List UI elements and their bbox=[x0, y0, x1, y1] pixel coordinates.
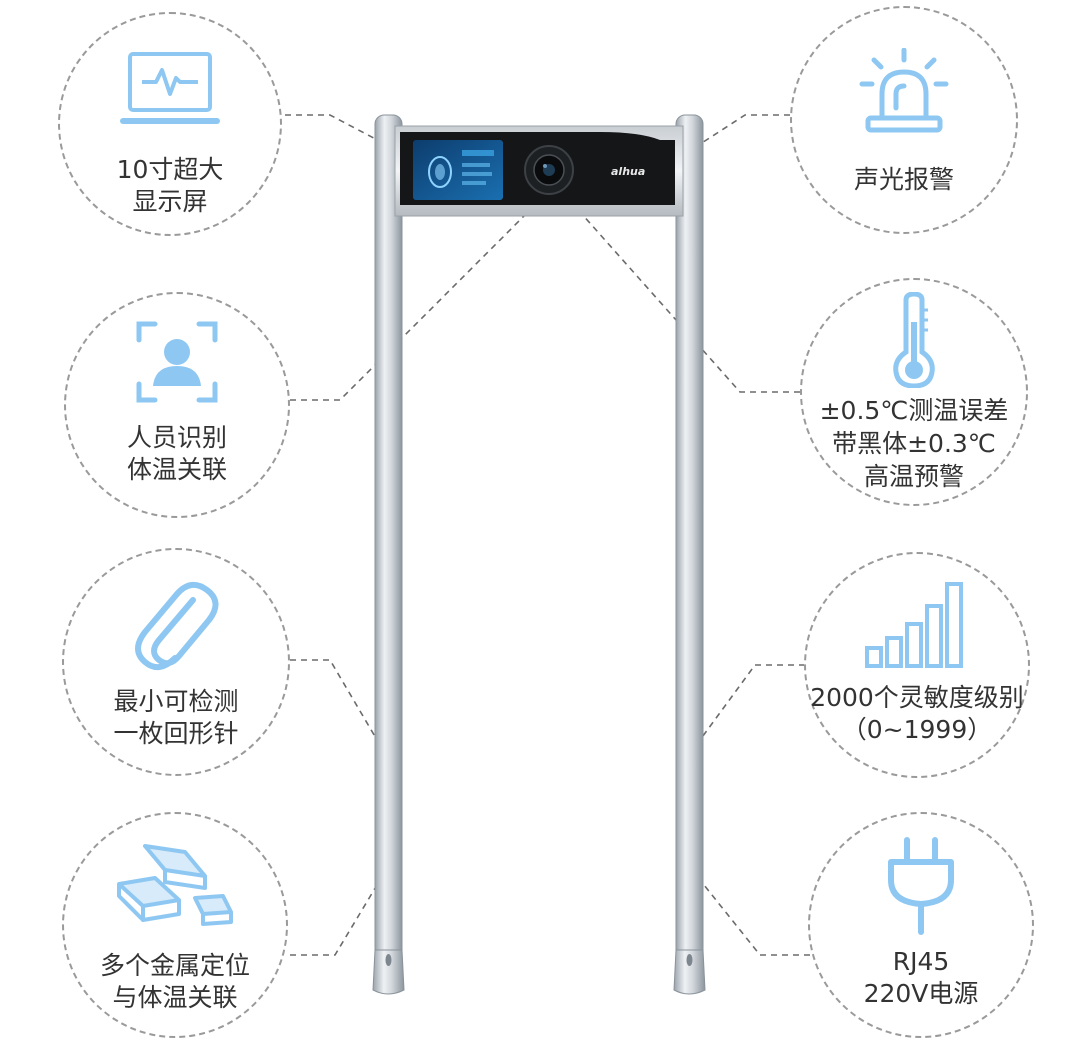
feature-metal-line-2: 与体温关联 bbox=[112, 983, 238, 1012]
feature-sensitivity-levels: 2000个灵敏度级别 （0~1999） bbox=[804, 552, 1030, 778]
feature-metal-line-1: 多个金属定位 bbox=[99, 951, 250, 980]
connector-metal bbox=[290, 879, 381, 956]
right-pole bbox=[673, 114, 706, 995]
alarm-siren-icon bbox=[859, 48, 949, 133]
connector-lines bbox=[285, 114, 810, 956]
feature-display-line-1: 10寸超大 bbox=[116, 155, 224, 184]
feature-power-line-1: RJ45 bbox=[892, 947, 950, 976]
connector-temp bbox=[564, 194, 800, 393]
paperclip-icon bbox=[135, 581, 219, 671]
connector-sens bbox=[699, 664, 805, 741]
feature-sens-line-1: 2000个灵敏度级别 bbox=[810, 683, 1024, 712]
feature-temperature-accuracy: ±0.5℃测温误差 带黑体±0.3℃ 高温预警 bbox=[800, 278, 1028, 506]
feature-paperclip-detection: 最小可检测 一枚回形针 bbox=[62, 548, 290, 776]
feature-display-line-2: 显示屏 bbox=[132, 187, 208, 216]
thermometer-icon bbox=[893, 292, 935, 388]
feature-temp-line-1: ±0.5℃测温误差 bbox=[819, 396, 1009, 425]
left-pole bbox=[372, 114, 405, 995]
connector-display bbox=[285, 114, 426, 166]
signal-bars-icon bbox=[865, 582, 963, 668]
feature-display-screen: 10寸超大 显示屏 bbox=[58, 12, 282, 236]
gate-brand-logo: alhua bbox=[611, 165, 645, 178]
feature-alarm-line-1: 声光报警 bbox=[853, 165, 954, 194]
feature-face-recognition: 人员识别 体温关联 bbox=[64, 292, 290, 518]
feature-sound-light-alarm: 声光报警 bbox=[790, 6, 1018, 234]
feature-temp-line-2: 带黑体±0.3℃ bbox=[832, 429, 996, 458]
feature-metal-location: 多个金属定位 与体温关联 bbox=[62, 812, 288, 1038]
feature-temp-line-3: 高温预警 bbox=[863, 462, 964, 491]
feature-power-network: RJ45 220V电源 bbox=[808, 812, 1034, 1038]
connector-clip bbox=[290, 659, 381, 746]
feature-clip-line-1: 最小可检测 bbox=[113, 687, 239, 716]
power-plug-icon bbox=[888, 837, 954, 935]
monitor-heartbeat-icon bbox=[120, 52, 220, 124]
feature-face-line-2: 体温关联 bbox=[126, 455, 227, 484]
connector-face bbox=[290, 194, 546, 401]
gold-bars-icon bbox=[117, 844, 233, 926]
feature-face-line-1: 人员识别 bbox=[126, 423, 227, 452]
gate-crossbar bbox=[394, 125, 684, 217]
gate-screen bbox=[413, 140, 503, 200]
feature-clip-line-2: 一枚回形针 bbox=[113, 719, 239, 748]
face-recognition-icon bbox=[136, 321, 218, 403]
feature-sens-line-2: （0~1999） bbox=[841, 715, 993, 744]
connector-power bbox=[699, 879, 810, 956]
feature-power-line-2: 220V电源 bbox=[863, 979, 979, 1008]
